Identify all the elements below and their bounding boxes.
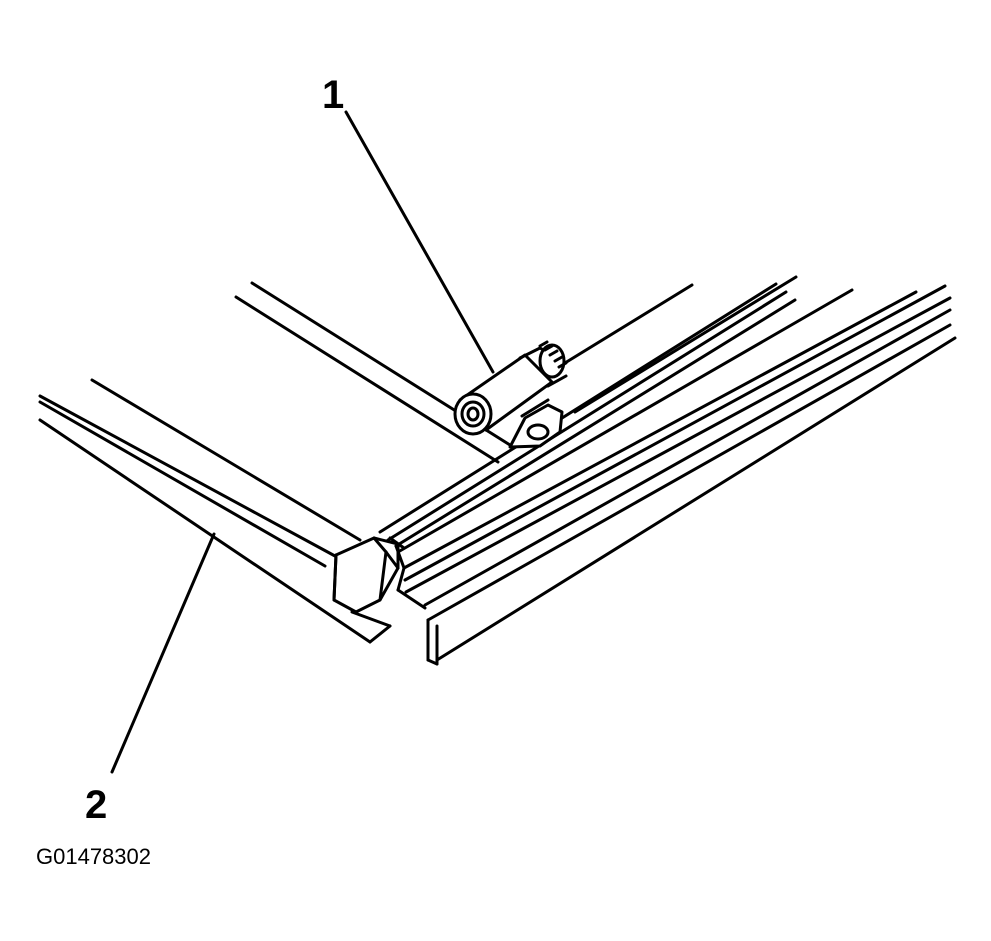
leader-line-2 xyxy=(110,532,216,774)
callout-2: 2 xyxy=(85,783,108,827)
mounting-bracket xyxy=(508,403,564,449)
callout-1: 1 xyxy=(322,73,345,117)
panel-end-cap xyxy=(332,536,400,614)
sliding-panel-outline xyxy=(38,378,392,644)
leader-line-1 xyxy=(344,110,495,374)
guide-rail xyxy=(378,282,957,666)
drain-fitting xyxy=(453,340,568,436)
figure-id: G01478302 xyxy=(36,844,151,869)
